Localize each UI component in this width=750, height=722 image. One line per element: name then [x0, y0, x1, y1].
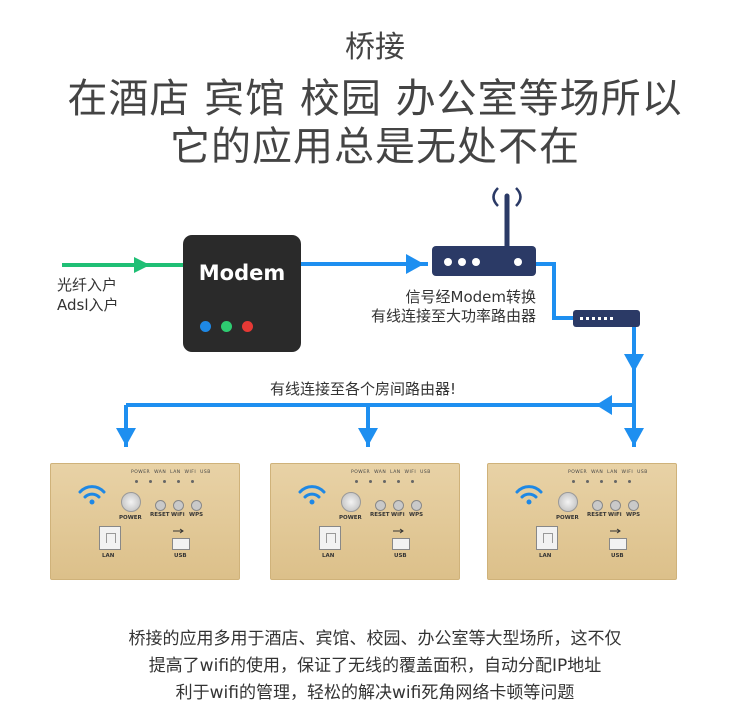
wifi-icon — [298, 485, 326, 505]
reset-label: RESET — [150, 512, 170, 518]
wps-label: WPS — [626, 512, 641, 518]
panel-indicator-row — [133, 480, 194, 483]
power-button[interactable] — [121, 492, 141, 512]
lan-port[interactable] — [319, 526, 341, 550]
wall-router-panel: POWER WAN LAN WIFI USB POWER RESET WiFi … — [50, 463, 240, 580]
panel-indicator-row — [353, 480, 414, 483]
bottom-line-3: 利于wifi的管理，轻松的解决wifi死角网络卡顿等问题 — [175, 683, 575, 703]
wall-router-panel: POWER WAN LAN WIFI USB POWER RESET WiFi … — [487, 463, 677, 580]
panel-top-labels: POWER WAN LAN WIFI USB — [131, 470, 211, 475]
wps-button[interactable] — [628, 500, 639, 511]
distribution-arrow — [596, 395, 612, 415]
lan-label: LAN — [322, 553, 335, 559]
wps-label: WPS — [409, 512, 424, 518]
drop-arrow-1 — [116, 428, 136, 446]
power-label: POWER — [119, 515, 142, 521]
modem-led-red — [242, 321, 253, 332]
reset-label: RESET — [370, 512, 390, 518]
input-label-fiber: 光纤入户 — [57, 276, 118, 294]
router-switch-line — [536, 262, 575, 320]
router-icon — [432, 187, 536, 276]
modem-led-green — [221, 321, 232, 332]
heading-line-1: 在酒店 宾馆 校园 办公室等场所以 — [67, 76, 683, 122]
power-label: POWER — [339, 515, 362, 521]
modem-device: Modem — [183, 235, 301, 352]
bottom-text: 桥接的应用多用于酒店、宾馆、校园、办公室等大型场所，这不仅 提高了wifi的使用… — [0, 626, 750, 707]
drop-arrow-2 — [358, 428, 378, 446]
usb-icon — [610, 528, 621, 534]
panel-indicator-row — [570, 480, 631, 483]
wifi-label: WiFi — [171, 512, 185, 518]
usb-icon — [173, 528, 184, 534]
heading-line-2: 它的应用总是无处不在 — [170, 124, 580, 170]
power-button[interactable] — [558, 492, 578, 512]
usb-icon — [393, 528, 404, 534]
drop-arrow-3 — [624, 428, 644, 446]
usb-label: USB — [394, 553, 407, 559]
panel-top-labels: POWER WAN LAN WIFI USB — [568, 470, 648, 475]
wall-router-panel: POWER WAN LAN WIFI USB POWER RESET WiFi … — [270, 463, 460, 580]
panel-top-labels: POWER WAN LAN WIFI USB — [351, 470, 431, 475]
usb-port[interactable] — [392, 538, 410, 550]
lan-port[interactable] — [99, 526, 121, 550]
wps-label: WPS — [189, 512, 204, 518]
lan-label: LAN — [539, 553, 552, 559]
router-note: 信号经Modem转换 有线连接至大功率路由器 — [350, 288, 536, 326]
wifi-button[interactable] — [173, 500, 184, 511]
bottom-line-2: 提高了wifi的使用，保证了无线的覆盖面积，自动分配IP地址 — [148, 656, 602, 676]
usb-port[interactable] — [172, 538, 190, 550]
reset-button[interactable] — [375, 500, 386, 511]
reset-button[interactable] — [155, 500, 166, 511]
lan-label: LAN — [102, 553, 115, 559]
usb-label: USB — [611, 553, 624, 559]
wifi-button[interactable] — [610, 500, 621, 511]
heading-small: 桥接 — [345, 30, 405, 65]
modem-led-blue — [200, 321, 211, 332]
switch-down-arrow — [624, 354, 644, 372]
usb-label: USB — [174, 553, 187, 559]
switch-icon — [573, 310, 640, 327]
modem-label: Modem — [198, 261, 286, 285]
router-note-line-2: 有线连接至大功率路由器 — [370, 307, 536, 325]
reset-button[interactable] — [592, 500, 603, 511]
modem-router-arrow — [406, 254, 424, 274]
wifi-label: WiFi — [391, 512, 405, 518]
wps-button[interactable] — [411, 500, 422, 511]
input-arrow — [134, 257, 150, 273]
bottom-line-1: 桥接的应用多用于酒店、宾馆、校园、办公室等大型场所，这不仅 — [128, 629, 622, 649]
wifi-icon — [515, 485, 543, 505]
wifi-label: WiFi — [608, 512, 622, 518]
wps-button[interactable] — [191, 500, 202, 511]
wifi-icon — [78, 485, 106, 505]
power-button[interactable] — [341, 492, 361, 512]
wifi-button[interactable] — [393, 500, 404, 511]
room-note: 有线连接至各个房间路由器! — [270, 380, 457, 398]
usb-port[interactable] — [609, 538, 627, 550]
router-note-line-1: 信号经Modem转换 — [405, 288, 536, 306]
lan-port[interactable] — [536, 526, 558, 550]
power-label: POWER — [556, 515, 579, 521]
input-label-adsl: Adsl入户 — [57, 296, 119, 314]
reset-label: RESET — [587, 512, 607, 518]
